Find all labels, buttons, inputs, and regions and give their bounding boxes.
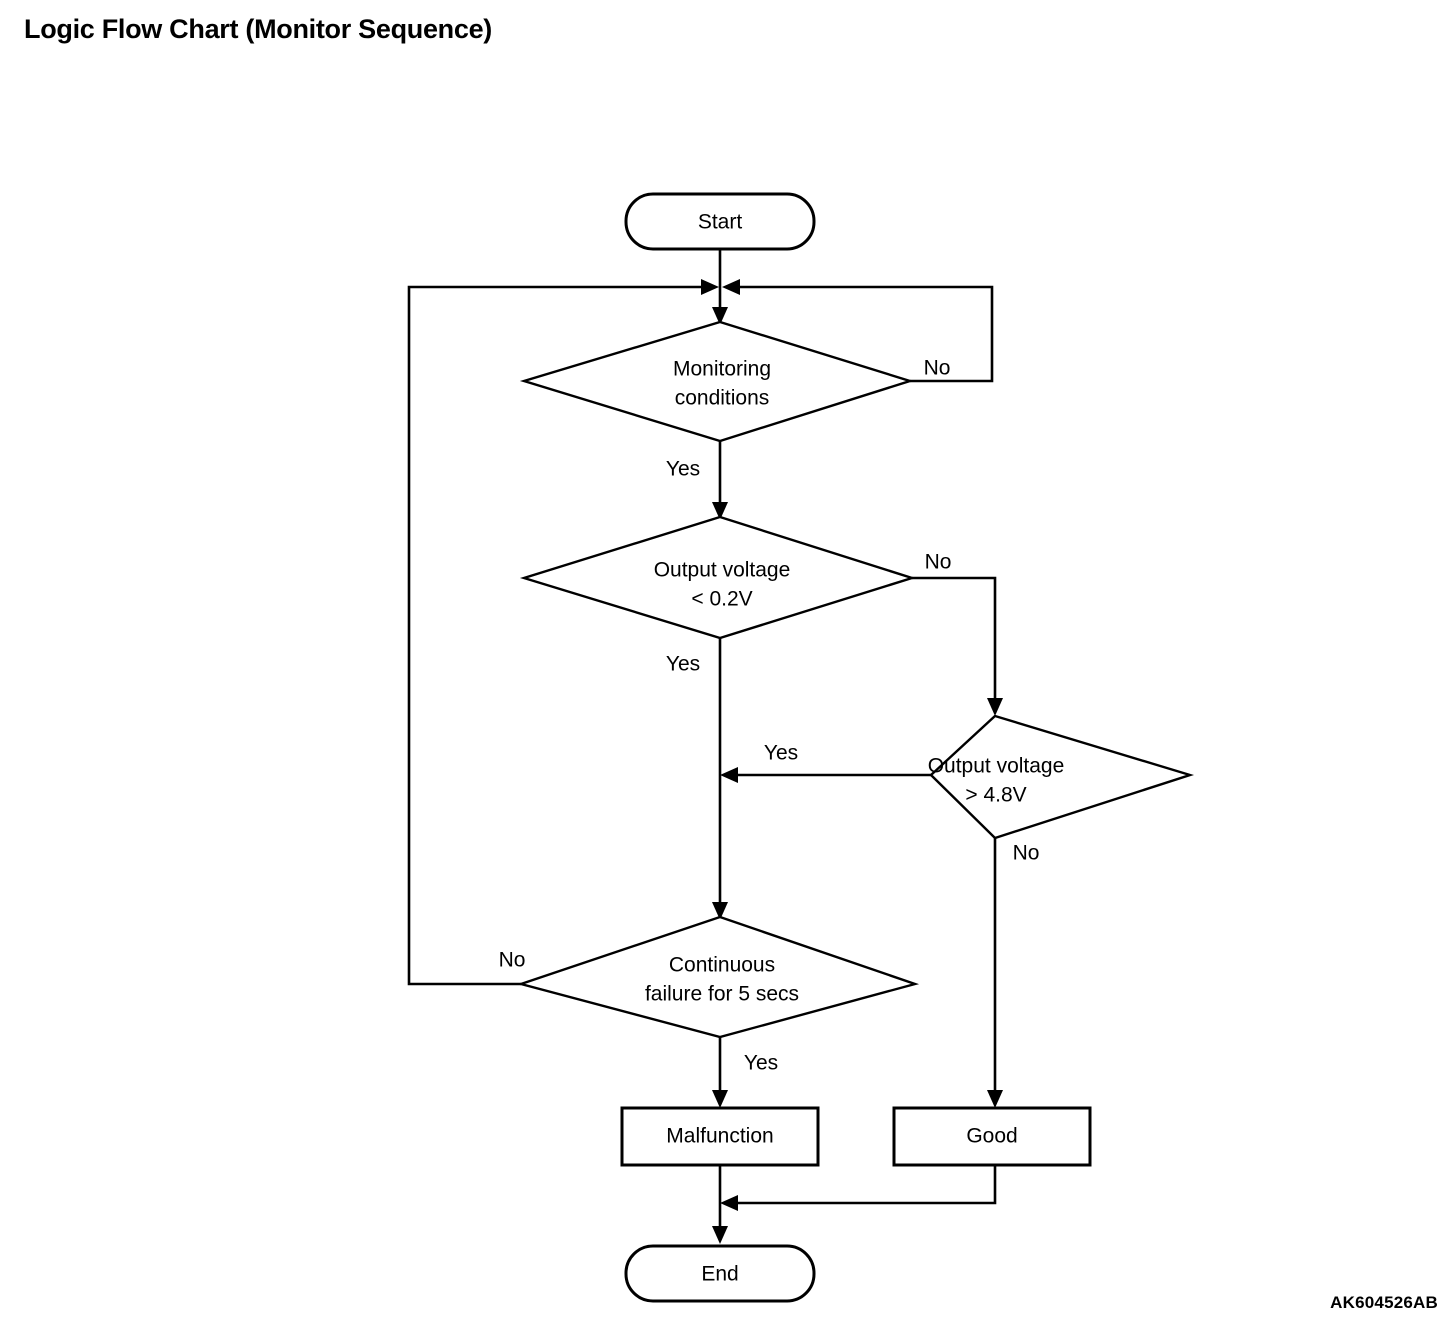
node-monitoring-label-line1: Monitoring	[673, 358, 771, 381]
node-vhigh-label-line2: > 4.8V	[965, 784, 1026, 807]
node-start-label: Start	[698, 211, 743, 234]
edge-label-vlow-no: No	[925, 551, 952, 574]
edge-monitoring-yes	[712, 441, 728, 520]
edge-contfail-yes	[712, 1037, 728, 1108]
node-contfail-label-line2: failure for 5 secs	[645, 983, 799, 1006]
node-output-voltage-high[interactable]: Output voltage > 4.8V	[928, 714, 1195, 840]
node-continuous-failure[interactable]: Continuous failure for 5 secs	[516, 915, 920, 1039]
node-vhigh-label-line1: Output voltage	[928, 755, 1065, 778]
edge-vlow-yes	[712, 638, 728, 920]
edge-start-to-junction	[712, 249, 728, 325]
node-malfunction-label: Malfunction	[666, 1125, 773, 1148]
edge-label-monitoring-no: No	[924, 357, 951, 380]
node-end-label: End	[701, 1263, 738, 1286]
node-vlow-label-line1: Output voltage	[654, 559, 791, 582]
edge-label-vhigh-no: No	[1013, 842, 1040, 865]
edge-monitoring-no-loop	[722, 279, 994, 383]
node-good[interactable]: Good	[892, 1106, 1092, 1167]
edge-label-contfail-yes: Yes	[744, 1052, 778, 1075]
edge-label-vhigh-yes: Yes	[764, 742, 798, 765]
node-end[interactable]: End	[624, 1244, 816, 1303]
edge-label-vlow-yes: Yes	[666, 653, 700, 676]
node-monitoring-conditions[interactable]: Monitoring conditions	[519, 320, 915, 443]
edge-vhigh-yes	[720, 767, 931, 783]
edge-malfunction-to-end	[712, 1165, 728, 1244]
edge-label-monitoring-yes: Yes	[666, 458, 700, 481]
node-malfunction[interactable]: Malfunction	[620, 1106, 820, 1167]
page-title: Logic Flow Chart (Monitor Sequence)	[24, 14, 492, 44]
edge-vhigh-no	[987, 838, 1003, 1108]
node-output-voltage-low[interactable]: Output voltage < 0.2V	[519, 515, 916, 640]
node-vlow-label-line2: < 0.2V	[691, 588, 752, 611]
node-monitoring-label-line2: conditions	[675, 387, 770, 410]
edge-label-contfail-no: No	[499, 949, 526, 972]
edge-vlow-no	[912, 576, 1003, 716]
edge-contfail-no-loop	[407, 279, 719, 986]
node-contfail-label-line1: Continuous	[669, 954, 775, 977]
figure-id: AK604526AB	[1330, 1293, 1438, 1312]
node-start[interactable]: Start	[624, 192, 816, 251]
edge-good-to-end	[720, 1165, 997, 1211]
node-good-label: Good	[966, 1125, 1017, 1148]
